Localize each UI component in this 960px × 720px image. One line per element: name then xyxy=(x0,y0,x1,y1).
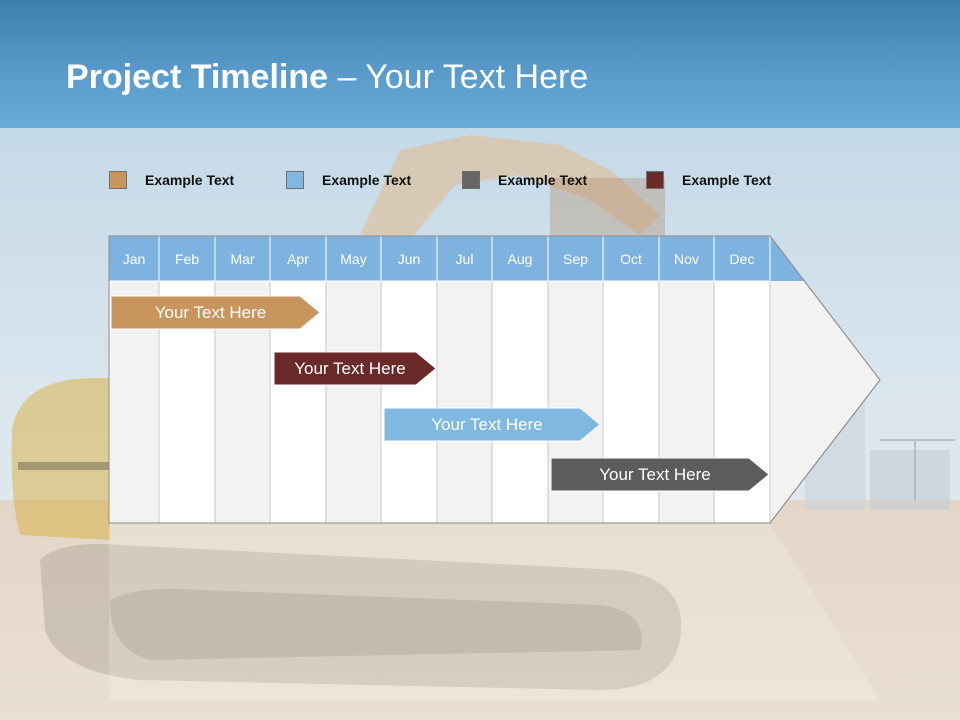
month-label: Jun xyxy=(398,251,421,267)
month-header-cell xyxy=(380,235,438,282)
title-rest: – Your Text Here xyxy=(328,58,589,96)
month-label: Mar xyxy=(230,251,254,267)
month-header-cell xyxy=(269,235,327,282)
title-bold: Project Timeline xyxy=(66,58,329,96)
month-label: May xyxy=(340,251,366,267)
legend-swatch xyxy=(109,171,127,189)
task-bar-label: Your Text Here xyxy=(154,303,267,322)
month-header-cell xyxy=(547,235,604,282)
month-label: Jul xyxy=(456,251,474,267)
month-label: Feb xyxy=(175,251,199,267)
month-label: Jan xyxy=(123,251,146,267)
legend-swatch xyxy=(286,171,304,189)
month-label: Sep xyxy=(563,251,588,267)
month-column xyxy=(325,280,382,524)
legend-label: Example Text xyxy=(145,172,235,188)
task-bar-label: Your Text Here xyxy=(294,359,406,378)
month-label: Oct xyxy=(620,251,642,267)
legend-swatch xyxy=(646,171,664,189)
month-column xyxy=(436,280,493,524)
task-bar xyxy=(383,407,601,442)
task-bar-label: Your Text Here xyxy=(599,465,711,484)
task-bar xyxy=(550,457,770,492)
month-label: Aug xyxy=(508,251,533,267)
title-band xyxy=(0,0,960,128)
month-header-cell xyxy=(325,235,382,282)
page-title: Project Timeline – Your Text Here xyxy=(66,58,588,97)
month-column xyxy=(491,280,549,524)
month-label: Nov xyxy=(674,251,699,267)
task-bar-label: Your Text Here xyxy=(431,415,543,434)
month-label: Apr xyxy=(287,251,309,267)
legend-label: Example Text xyxy=(682,172,772,188)
legend-swatch xyxy=(462,171,480,189)
month-header-cell xyxy=(158,235,216,282)
month-header-cell xyxy=(108,235,160,282)
task-bar xyxy=(110,295,321,330)
legend-label: Example Text xyxy=(322,172,412,188)
timeline-reflection xyxy=(109,524,880,700)
timeline-outline xyxy=(108,235,881,524)
month-column xyxy=(380,280,438,524)
month-header-cell xyxy=(602,235,660,282)
month-header-cell xyxy=(658,235,715,282)
month-header-cell xyxy=(214,235,271,282)
legend-label: Example Text xyxy=(498,172,588,188)
task-bar xyxy=(273,351,437,386)
month-label: Dec xyxy=(730,251,755,267)
